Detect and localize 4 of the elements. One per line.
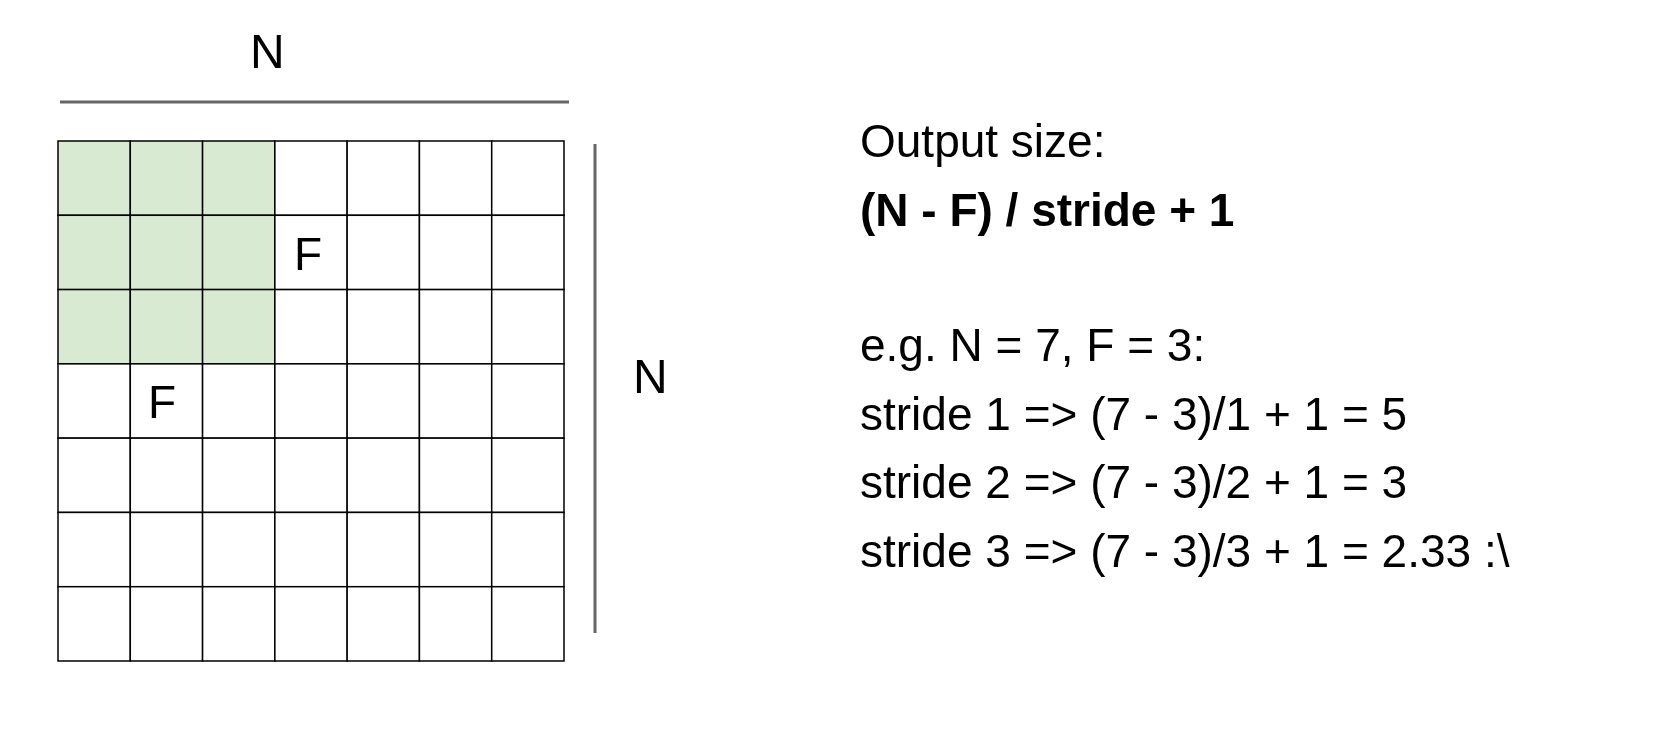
dimension-label: N xyxy=(250,28,285,76)
filter-size-label: F xyxy=(294,231,323,277)
dimension-label: N xyxy=(633,353,668,401)
filter-size-label: F xyxy=(148,379,177,425)
